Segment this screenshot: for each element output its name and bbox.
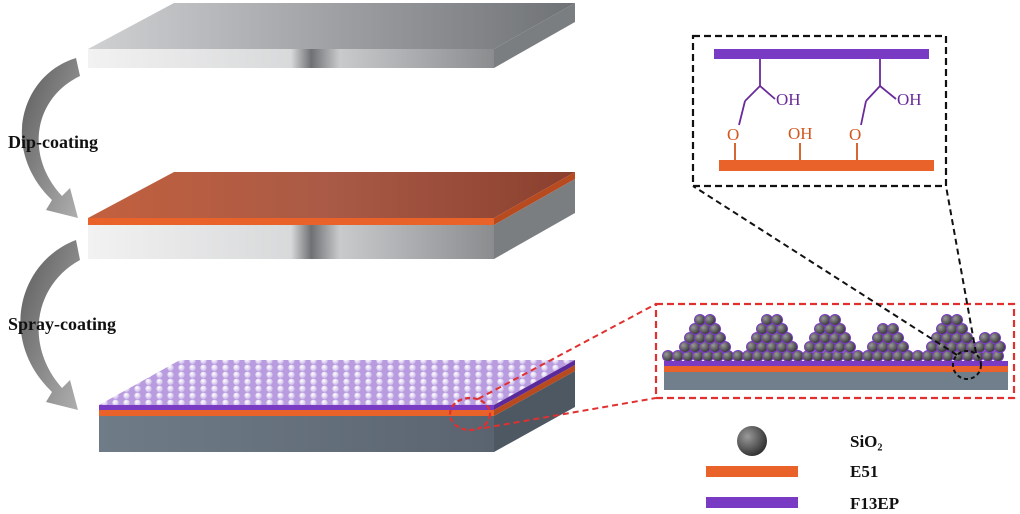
zoom-circle-red	[448, 396, 492, 432]
sio2-particle	[877, 323, 889, 335]
sio2-particle	[819, 314, 831, 326]
sio2-particle	[761, 314, 773, 326]
sio2-particle	[892, 332, 904, 344]
legend-sio2-swatch	[737, 426, 767, 456]
sio2-particle	[829, 314, 841, 326]
sio2-particle	[662, 350, 674, 362]
zoom-line-black-left	[692, 185, 958, 356]
step-label-dip-coating: Dip-coating	[8, 132, 98, 152]
legend-e51-swatch	[706, 466, 798, 477]
sio2-particle	[781, 332, 793, 344]
sio2-particle	[979, 332, 991, 344]
zoom-line-red-bottom	[483, 397, 657, 429]
sio2-particle	[704, 314, 716, 326]
sio2-particle	[956, 323, 968, 335]
sio2-particle	[694, 314, 706, 326]
legend-sio2-label: SiO₂	[850, 432, 883, 451]
sio2-particle	[771, 314, 783, 326]
substrate-plate-bare	[88, 3, 575, 68]
sio2-particle	[776, 323, 788, 335]
sio2-particle	[951, 314, 963, 326]
linkage-left	[734, 59, 776, 160]
legend: SiO₂ E51 F13EP	[706, 426, 899, 513]
ether-oxygen-label-right: O	[849, 125, 861, 144]
zoom-circle-black	[952, 350, 982, 380]
cross-section-layers	[664, 361, 1008, 390]
step-label-spray-coating: Spray-coating	[8, 314, 116, 334]
sio2-particle	[989, 332, 1001, 344]
sio2-particle	[709, 323, 721, 335]
zoom-line-black-right	[945, 185, 977, 354]
sio2-particle	[994, 341, 1006, 353]
sio2-particle	[941, 314, 953, 326]
linkage-right	[856, 59, 897, 160]
sio2-particle	[786, 341, 798, 353]
f13ep-bar	[714, 49, 929, 59]
hydroxyl-label-left: OH	[776, 90, 801, 109]
arrow-dip-coating	[21, 58, 80, 218]
sio2-particle	[732, 350, 744, 362]
hydroxyl-label-center: OH	[788, 124, 813, 143]
sio2-particle-mounds	[662, 314, 1006, 362]
sio2-particle	[897, 341, 909, 353]
sio2-particle	[839, 332, 851, 344]
e51-bar	[719, 160, 934, 171]
sio2-particle	[672, 350, 684, 362]
sio2-particle	[834, 323, 846, 335]
legend-f13ep-swatch	[706, 497, 798, 508]
sio2-particle	[844, 341, 856, 353]
sio2-particle	[912, 350, 924, 362]
zoom-box-cross-section	[654, 302, 1016, 400]
substrate-plate-e51-coated	[88, 172, 575, 259]
hydroxyl-label-right: OH	[897, 90, 922, 109]
legend-f13ep-label: F13EP	[850, 494, 899, 513]
ether-oxygen-label-left: O	[727, 125, 739, 144]
sio2-particle	[852, 350, 864, 362]
sio2-particle	[719, 341, 731, 353]
substrate-plate-superhydrophobic	[99, 360, 575, 452]
sio2-particle	[887, 323, 899, 335]
zoom-line-red-top	[477, 303, 657, 400]
legend-e51-label: E51	[850, 462, 878, 481]
sio2-particle	[714, 332, 726, 344]
arrow-spray-coating	[20, 240, 80, 410]
